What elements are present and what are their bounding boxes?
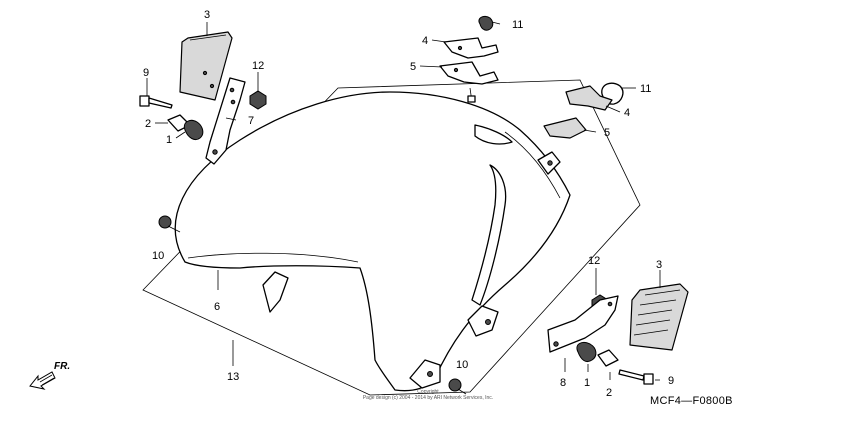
callout-7: 7: [248, 115, 254, 127]
leader-lines: [146, 21, 661, 381]
assembly-frame: [142, 79, 641, 396]
clip-right-4: [565, 85, 613, 111]
callout-12-left: 12: [252, 60, 264, 72]
bracket-right: [547, 295, 619, 353]
callout-6: 6: [214, 301, 220, 313]
diagram-code: MCF4—F0800B: [650, 395, 733, 407]
bracket-left: [205, 77, 246, 165]
callout-4-right: 4: [624, 107, 630, 119]
callout-2-right: 2: [606, 387, 612, 399]
reflector-left: [179, 31, 233, 101]
callout-3-right: 3: [656, 259, 662, 271]
callout-4-top: 4: [422, 35, 428, 47]
screw-left-10: [158, 215, 181, 233]
callout-1-left: 1: [166, 134, 172, 146]
collar-right: [597, 349, 619, 367]
bolt-right: [618, 369, 654, 385]
bolt-left: [139, 95, 173, 109]
callout-3-top: 3: [204, 9, 210, 21]
grommet-right: [576, 341, 597, 363]
callout-labels: 3 9 12 2 7 1 4 11 5 11 4 5 10 6 13 10 12…: [143, 9, 674, 399]
front-direction-arrow-icon: [29, 371, 56, 390]
callout-5-top: 5: [410, 61, 416, 73]
callout-1-right: 1: [584, 377, 590, 389]
screw-bottom-10: [448, 378, 467, 395]
clip-top-5: [439, 61, 499, 85]
callout-5-right: 5: [604, 127, 610, 139]
callout-11-top: 11: [512, 19, 523, 31]
front-direction-label: FR.: [54, 361, 71, 372]
callout-9-left: 9: [143, 67, 149, 79]
callout-9-right: 9: [668, 375, 674, 387]
nut-left: [249, 90, 267, 110]
front-fender: [174, 87, 571, 392]
grommet-left: [183, 119, 204, 141]
callout-10-left: 10: [152, 250, 164, 262]
clip-top-4: [443, 37, 499, 59]
callout-10-bottom: 10: [456, 359, 468, 371]
clip-right-5: [543, 117, 587, 139]
copyright-notice: Copyright Page design (c) 2004 - 2014 by…: [338, 389, 518, 401]
callout-11-right: 11: [640, 83, 651, 95]
callout-13: 13: [227, 371, 239, 383]
reflector-right: [629, 283, 689, 351]
callout-8: 8: [560, 377, 566, 389]
nut-top-11: [478, 15, 494, 31]
copyright-line1: Copyright: [417, 389, 439, 395]
copyright-line2: Page design (c) 2004 - 2014 by ARI Netwo…: [362, 395, 494, 401]
callout-2-left: 2: [145, 118, 151, 130]
callout-12-right: 12: [588, 255, 600, 267]
